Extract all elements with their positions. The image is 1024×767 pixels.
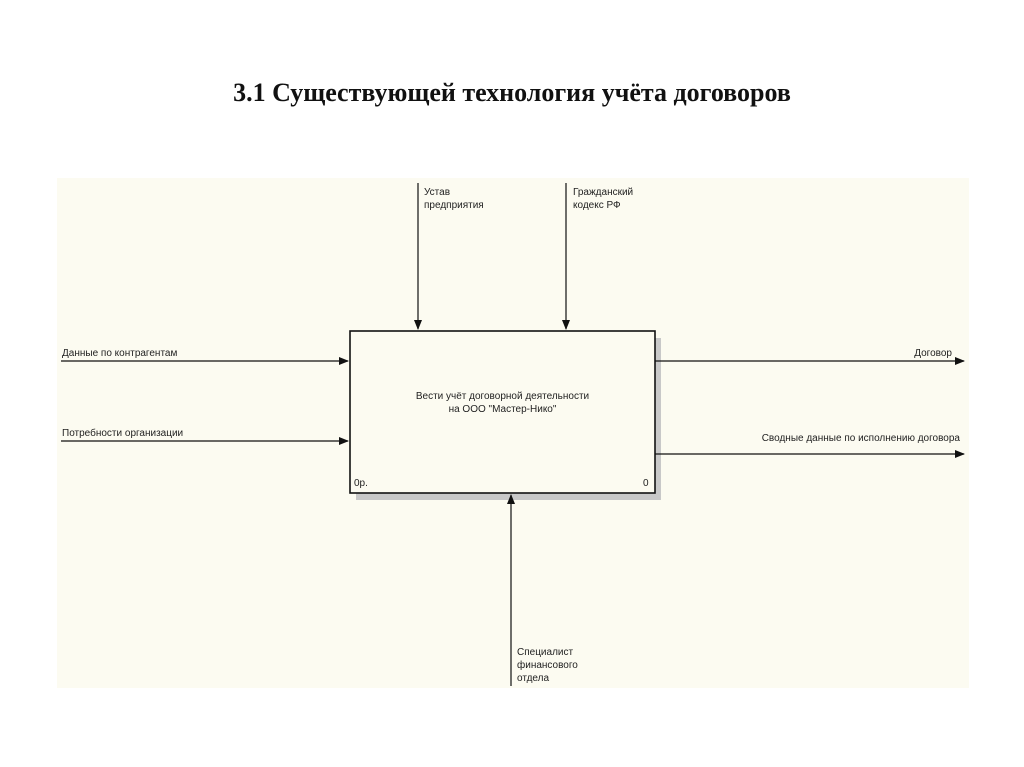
activity-label: Вести учёт договорной деятельности на ОО… bbox=[415, 391, 590, 415]
mechanism-label-finance-specialist: Специалист финансового отдела bbox=[517, 647, 578, 684]
activity-box[interactable] bbox=[349, 330, 656, 494]
slide-title: 3.1 Существующей технология учёта догово… bbox=[233, 78, 791, 107]
control-label-civil-code: Гражданский кодекс РФ bbox=[573, 187, 634, 211]
activity-number: 0 bbox=[643, 478, 649, 489]
input-label-organization-needs: Потребности организации bbox=[62, 428, 184, 439]
output-label-summary-data: Сводные данные по исполнению договора bbox=[761, 433, 960, 444]
control-label-charter: Устав предприятия bbox=[424, 187, 484, 211]
input-label-counterparty-data: Данные по контрагентам bbox=[62, 348, 178, 359]
output-label-contract: Договор bbox=[914, 348, 952, 359]
activity-cost: 0р. bbox=[354, 478, 368, 489]
